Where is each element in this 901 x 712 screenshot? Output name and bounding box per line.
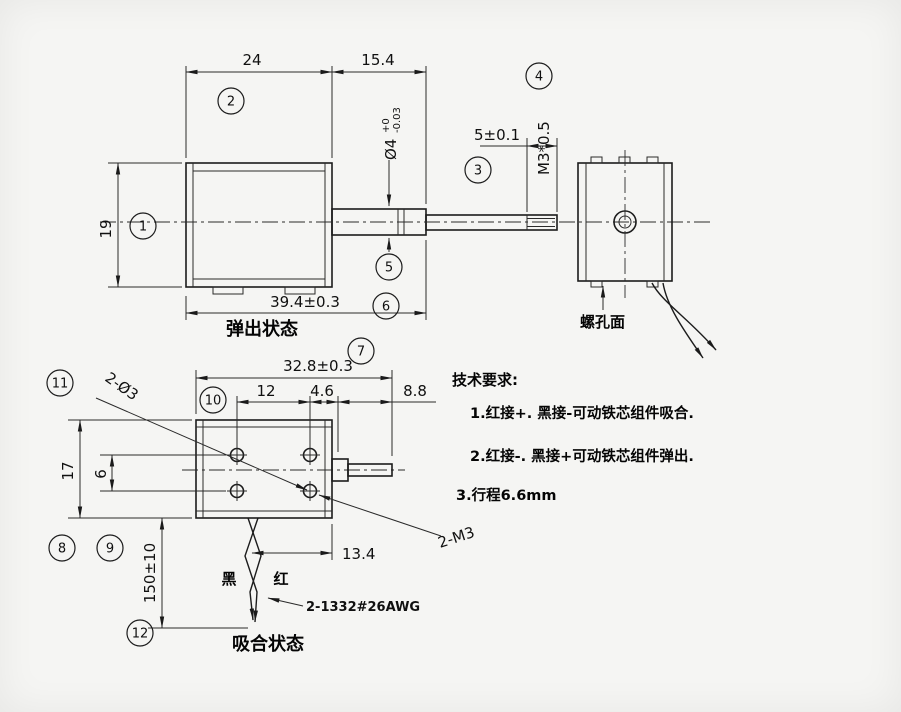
dim-39-4-label: 39.4±0.3 (270, 293, 340, 311)
shaft-dia-tol-lower: -0.03 (392, 107, 403, 133)
mounting-holes (227, 445, 320, 501)
balloon-8-number: 8 (58, 542, 66, 557)
tech-note-3: 3.行程6.6mm (456, 486, 557, 504)
top-view: 32.8±0.3 (59, 357, 477, 655)
dim-39-4: 39.4±0.3 (185, 240, 427, 320)
tech-note-2: 2.红接-. 黑接+可动铁芯组件弹出. (470, 447, 694, 465)
shaft-dia-main: Ø4 (382, 139, 400, 160)
balloon-8: 8 (48, 534, 76, 562)
end-view: 螺孔面 (577, 150, 717, 359)
dim-12-label: 12 (256, 382, 275, 400)
shaft-diameter-label: Ø4 +0 -0.03 (381, 107, 403, 160)
screw-hole-face-label: 螺孔面 (580, 313, 625, 331)
solenoid-body-side (185, 162, 333, 295)
dim-6-label: 6 (92, 469, 110, 479)
dim-4-6-label: 4.6 (310, 382, 334, 400)
balloon-10: 10 (199, 386, 227, 414)
dim-15-4-label: 15.4 (361, 51, 394, 69)
balloon-6: 6 (372, 292, 400, 320)
dim-13-4-label: 13.4 (342, 545, 375, 563)
balloon-4: 4 (525, 62, 553, 90)
ejected-state-label: 弹出状态 (226, 318, 298, 340)
side-view: 24 15.4 19 Ø4 +0 -0.03 (97, 51, 710, 340)
dim-17: 17 (59, 419, 192, 519)
balloon-9-number: 9 (106, 542, 114, 557)
thread-callout-label: 2-M3 (436, 523, 477, 552)
dim-150-label: 150±10 (141, 543, 159, 603)
dim-32-8-label: 32.8±0.3 (283, 357, 353, 375)
balloon-1-number: 1 (139, 220, 147, 235)
dim-32-8: 32.8±0.3 (195, 357, 393, 456)
wire-spec-callout: 2-1332#26AWG (267, 597, 420, 615)
tech-note-1: 1.红接+. 黑接-可动铁芯组件吸合. (470, 404, 694, 422)
balloon-9: 9 (96, 534, 124, 562)
balloon-11: 11 (46, 369, 74, 397)
dim-19-label: 19 (97, 219, 115, 238)
balloon-3-number: 3 (474, 164, 482, 179)
balloon-12-number: 12 (132, 627, 149, 642)
thread-spec-label: M3*0.5 (535, 121, 553, 175)
solenoid-body-top (182, 419, 405, 519)
balloon-11-number: 11 (52, 377, 69, 392)
balloon-1: 1 (129, 212, 157, 240)
dim-24-label: 24 (242, 51, 261, 69)
balloon-2-number: 2 (227, 95, 235, 110)
solenoid-body-end (577, 150, 673, 298)
balloon-12: 12 (126, 619, 154, 647)
dim-13-4: 13.4 (251, 524, 375, 563)
dim-shaft-diameter: Ø4 +0 -0.03 (381, 107, 403, 252)
balloon-4-number: 4 (535, 70, 543, 85)
thread-callout: 2-M3 (318, 494, 477, 552)
tech-notes: 技术要求: 1.红接+. 黑接-可动铁芯组件吸合. 2.红接-. 黑接+可动铁芯… (452, 371, 694, 504)
lead-wires-end-view (651, 282, 717, 359)
balloon-7: 7 (347, 337, 375, 365)
balloon-2: 2 (217, 87, 245, 115)
dim-24: 24 (185, 51, 333, 158)
dim-hole-spacing: 12 4.6 8.8 (236, 382, 436, 452)
shaft-dia-tol-upper: +0 (381, 118, 392, 133)
dim-6: 6 (92, 454, 226, 492)
dim-15-4: 15.4 (331, 51, 427, 204)
wire-red-label: 红 (273, 570, 288, 588)
wire-black-label: 黑 (221, 570, 236, 588)
dim-wire-length: 150±10 (141, 517, 248, 629)
wire-spec-label: 2-1332#26AWG (306, 600, 420, 615)
balloon-5: 5 (375, 253, 403, 281)
dim-5-label: 5±0.1 (474, 126, 520, 144)
attracted-state-label: 吸合状态 (232, 633, 304, 655)
balloon-5-number: 5 (385, 261, 393, 276)
holes-callout-label: 2-Ø3 (102, 369, 142, 405)
balloon-10-number: 10 (205, 394, 222, 409)
balloon-callouts: 1 2 3 4 5 6 7 8 9 10 11 12 (46, 62, 553, 647)
balloon-3: 3 (464, 156, 492, 184)
dim-5: 5±0.1 (474, 126, 558, 212)
dim-17-label: 17 (59, 461, 77, 480)
screw-hole-face-callout: 螺孔面 (580, 285, 625, 331)
dim-8-8-label: 8.8 (403, 382, 427, 400)
balloon-7-number: 7 (357, 345, 365, 360)
balloon-6-number: 6 (382, 300, 390, 315)
lead-wires-top-view: 黑 红 (221, 517, 289, 623)
tech-notes-title: 技术要求: (452, 371, 518, 389)
dim-19: 19 (97, 162, 182, 288)
